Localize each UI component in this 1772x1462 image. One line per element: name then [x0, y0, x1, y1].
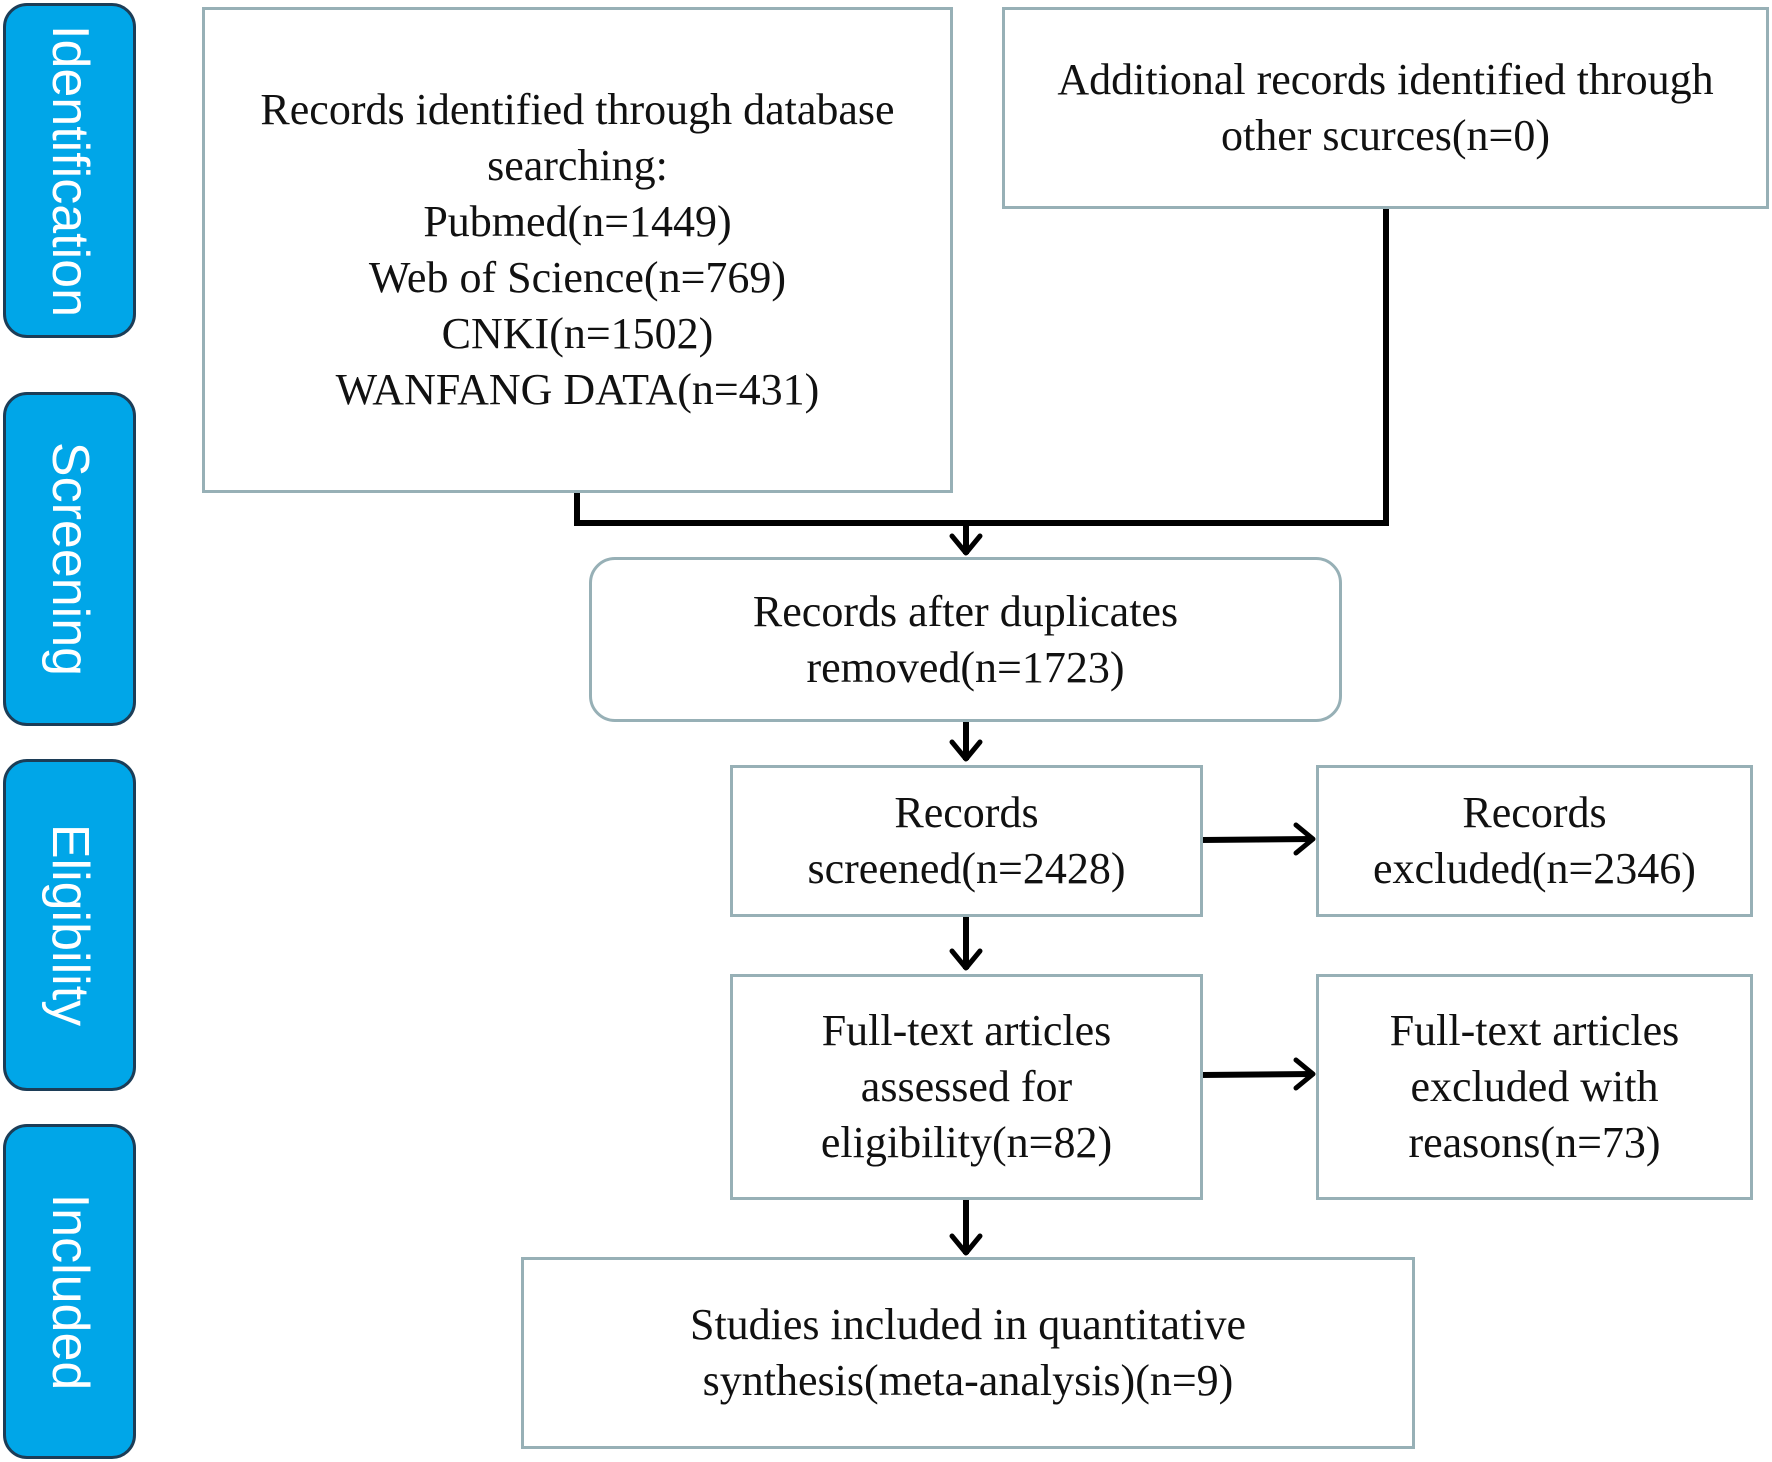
- fulltext-to-excluded-connector: [1199, 1070, 1314, 1079]
- phase-identification: Identification: [3, 3, 136, 338]
- database-search-box: Records identified through database sear…: [202, 7, 953, 493]
- fulltext-excluded-box: Full-text articles excluded with reasons…: [1316, 974, 1753, 1200]
- included-text: Studies included in quantitative synthes…: [689, 1300, 1246, 1405]
- arrowhead-fulltext-excluded: [1293, 1057, 1316, 1091]
- arrowhead-excluded: [1293, 822, 1316, 856]
- fulltext-excluded-text: Full-text articles excluded with reasons…: [1389, 1006, 1680, 1167]
- arrowhead-screened: [949, 739, 983, 762]
- excluded-box: Records excluded(n=2346): [1316, 765, 1753, 917]
- included-box: Studies included in quantitative synthes…: [521, 1257, 1415, 1449]
- database-search-text: Records identified through database sear…: [260, 85, 895, 414]
- other-sources-text: Additional records identified through ot…: [1057, 55, 1714, 160]
- after-duplicates-text: Records after duplicates removed(n=1723): [752, 586, 1179, 692]
- fulltext-assessed-text: Full-text articles assessed for eligibil…: [820, 1006, 1113, 1167]
- after-duplicates-box: Records after duplicates removed(n=1723): [589, 557, 1342, 722]
- arrowhead-merge: [949, 533, 983, 556]
- screened-box: Records screened(n=2428): [730, 765, 1203, 917]
- fulltext-assessed-box: Full-text articles assessed for eligibil…: [730, 974, 1203, 1200]
- phase-eligibility: Eligibility: [3, 759, 136, 1091]
- arrowhead-included: [949, 1233, 983, 1256]
- screened-text: Records screened(n=2428): [807, 788, 1126, 893]
- screened-to-excluded-connector: [1199, 835, 1314, 844]
- merge-connector: [574, 205, 1389, 526]
- phase-included: Included: [3, 1124, 136, 1459]
- phase-screening: Screening: [3, 392, 136, 726]
- arrowhead-fulltext: [949, 948, 983, 971]
- other-sources-box: Additional records identified through ot…: [1002, 7, 1769, 209]
- excluded-text: Records excluded(n=2346): [1373, 788, 1696, 893]
